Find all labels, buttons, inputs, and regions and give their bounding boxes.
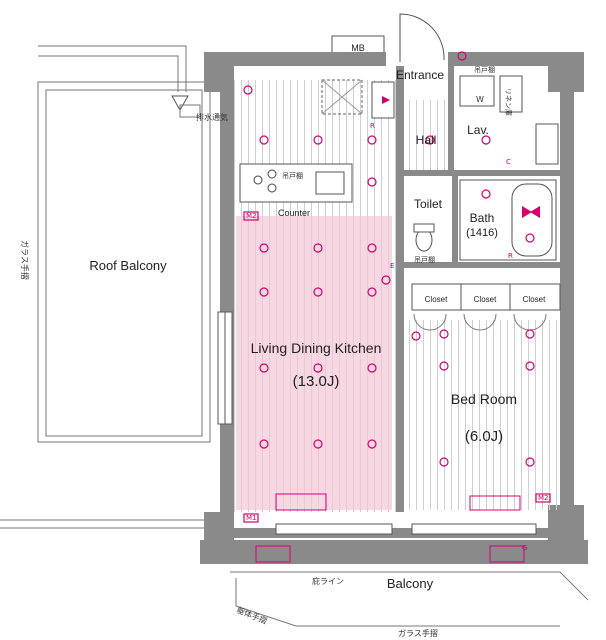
toilet-label: Toilet (414, 197, 443, 211)
ldk-highlight (236, 216, 392, 510)
eave-line-label: 庇ライン (312, 576, 344, 586)
bedroom-floor (404, 320, 560, 510)
bedroom-label: Bed Room (451, 391, 517, 407)
roof-balcony-area (0, 45, 211, 529)
entrance-label: Entrance (396, 68, 444, 82)
ldk-label: Living Dining Kitchen (251, 340, 382, 356)
windows (217, 311, 537, 535)
fridge-space (321, 79, 363, 115)
glass-rail-label-left: ガラス手摺 (20, 240, 30, 280)
kitchen-counter (239, 163, 353, 203)
hood-label: 吊戸棚 (282, 171, 303, 180)
bath-size-label: (1416) (466, 227, 498, 239)
bedroom-size-label: (6.0J) (465, 428, 503, 445)
closet-label-1: Closet (425, 295, 448, 304)
balcony-area (230, 493, 589, 627)
c-mark: C (506, 158, 511, 166)
glass-rail-label-bottom: ガラス手摺 (398, 628, 438, 638)
drain-vent-label: 排水通気 (196, 112, 228, 122)
frame-rail-label: 躯体手摺 (235, 605, 268, 626)
m2-mark-2: M2 (538, 494, 549, 502)
lav-label: Lav. (467, 123, 489, 137)
closet-label-2: Closet (474, 295, 497, 304)
e-mark: E (390, 262, 394, 270)
mb-label: MB (351, 43, 365, 53)
electrical-marks (243, 51, 551, 523)
balcony-label: Balcony (387, 576, 434, 591)
g-mark: G (522, 544, 527, 552)
linen-label: リネン庫 (504, 88, 513, 116)
toilet-fixture (413, 223, 435, 252)
m1-mark: M1 (246, 514, 257, 522)
hood-label-toilet: 吊戸棚 (414, 255, 435, 264)
closets (411, 283, 561, 331)
counter-label: Counter (278, 208, 310, 218)
roof-balcony-label: Roof Balcony (89, 258, 167, 273)
bathtub (459, 179, 557, 261)
r-mark-1: R (370, 122, 375, 130)
w-label: W (476, 95, 484, 104)
bath-label: Bath (470, 211, 495, 225)
r-mark-2: R (508, 252, 513, 260)
closet-label-3: Closet (523, 295, 546, 304)
lavatory-fixtures (459, 75, 559, 165)
m2-mark-1: M2 (246, 212, 257, 220)
entrance-door (396, 6, 446, 62)
hall-floor (404, 100, 448, 170)
hall-label: Hall (416, 133, 437, 147)
ldk-size-label: (13.0J) (293, 373, 340, 390)
hood-label-lav: 吊戸棚 (474, 65, 495, 74)
drain-vent-icon (171, 95, 189, 112)
